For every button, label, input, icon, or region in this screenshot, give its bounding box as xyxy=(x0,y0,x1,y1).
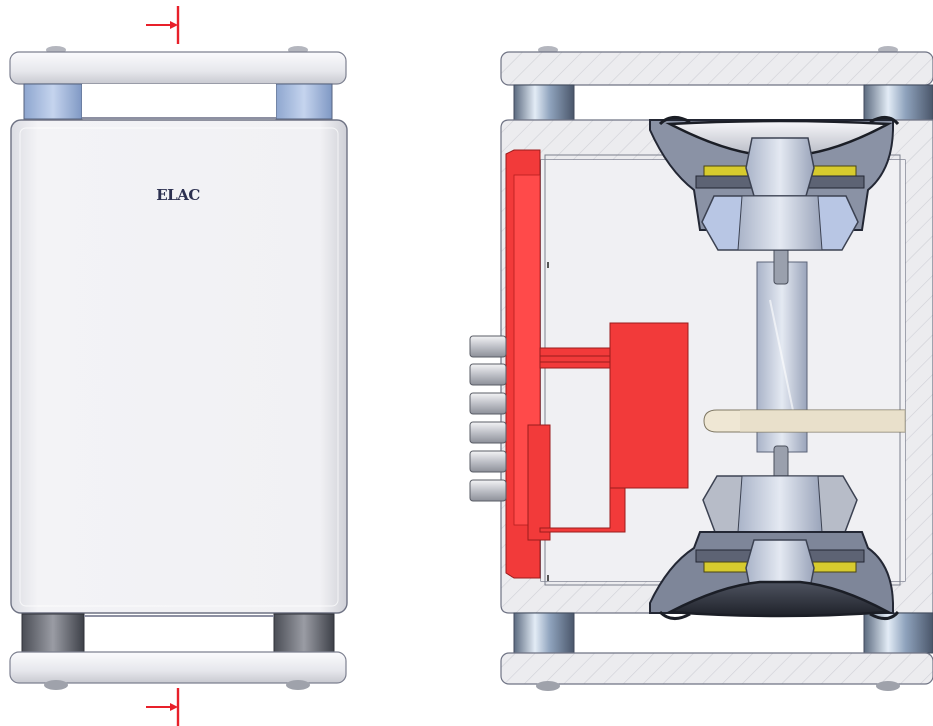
section-lower-leg-right xyxy=(863,612,933,654)
jack-1 xyxy=(469,335,507,358)
section-lower-leg-left xyxy=(513,612,575,654)
jack-5 xyxy=(469,450,507,473)
section-upper-leg-left xyxy=(513,84,575,121)
upper-leg-left xyxy=(23,83,83,120)
jack-3 xyxy=(469,392,507,415)
section-bottom-cap xyxy=(500,652,933,685)
lower-leg-left xyxy=(21,613,85,653)
lower-cone xyxy=(665,580,893,618)
amplifier-module xyxy=(505,149,689,579)
bottom-cap xyxy=(9,651,347,684)
top-cap xyxy=(9,51,347,85)
section-upper-leg-right xyxy=(863,84,933,121)
section-marker-top xyxy=(146,6,180,44)
upper-leg-right xyxy=(275,83,333,120)
section-top-cap xyxy=(500,51,933,86)
section-marker-bottom xyxy=(146,688,180,726)
bottom-foot-right xyxy=(286,680,310,690)
lower-magnet-right xyxy=(809,561,857,573)
brand-logo: ELAC xyxy=(156,186,200,204)
lower-magnet-left xyxy=(703,561,751,573)
lower-leg-right xyxy=(273,613,335,653)
section-view xyxy=(469,46,933,691)
lower-woofer xyxy=(649,475,900,620)
front-view: ELAC xyxy=(9,6,348,726)
speaker-body xyxy=(10,119,348,614)
jack-4 xyxy=(469,421,507,444)
upper-magnet-left xyxy=(703,165,751,177)
jack-6 xyxy=(469,479,507,502)
upper-magnet-right xyxy=(809,165,857,177)
input-jacks xyxy=(469,335,507,502)
upper-woofer xyxy=(649,116,900,251)
power-supply-block xyxy=(609,322,689,489)
bottom-foot-left xyxy=(44,680,68,690)
brace-bar xyxy=(703,409,906,433)
jack-2 xyxy=(469,363,507,386)
